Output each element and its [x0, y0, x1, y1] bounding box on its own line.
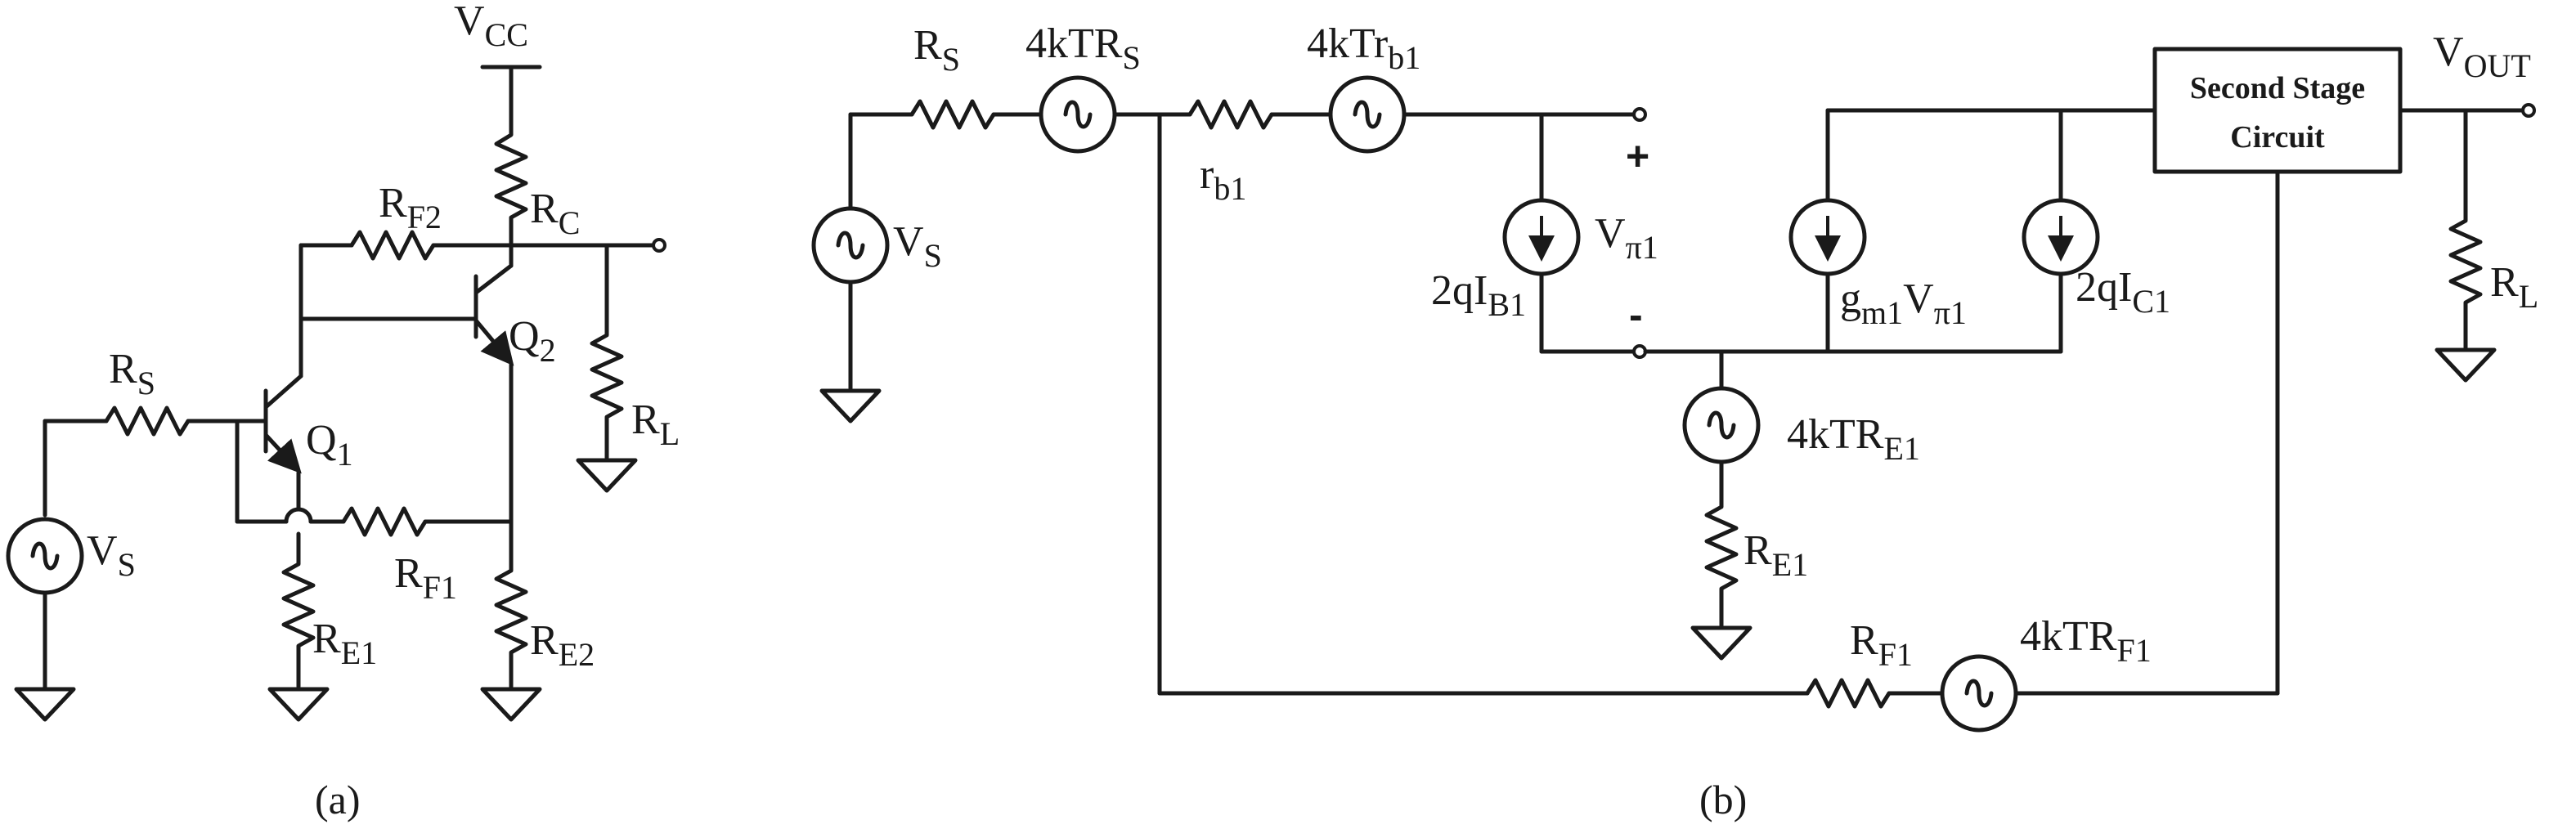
output-terminal — [2521, 103, 2536, 118]
rs-resistor — [909, 99, 996, 130]
vpi1-label: Vπ1 — [1595, 210, 1658, 266]
gm-label: gm1Vπ1 — [1840, 276, 1967, 331]
n-ib1-label: 2qIB1 — [1431, 267, 1526, 323]
re2-resistor — [494, 560, 528, 689]
sine-icon — [30, 541, 60, 571]
ground-icon — [14, 687, 76, 722]
re1-resistor — [281, 553, 316, 689]
rf1-label: RF1 — [1850, 617, 1913, 673]
sine-icon — [836, 231, 865, 260]
rl-label: RL — [631, 397, 680, 452]
figure-a: VCC RC RF2 Q2 Q1 RS — [6, 0, 680, 822]
n-rs-label: 4kTRS — [1025, 20, 1141, 76]
n-re1-label: 4kTRE1 — [1787, 411, 1920, 467]
rs-label: RS — [109, 346, 155, 401]
re2-label: RE2 — [530, 617, 595, 673]
rl-label: RL — [2490, 259, 2538, 315]
terminal-plus — [1632, 107, 1647, 122]
rs-resistor — [104, 406, 191, 437]
rs-label: RS — [913, 22, 960, 78]
rf1-label: RF1 — [394, 550, 457, 606]
rc-resistor — [494, 120, 528, 248]
rc-label: RC — [530, 186, 580, 241]
n-rf1-label: 4kTRF1 — [2020, 613, 2152, 669]
output-terminal — [652, 238, 666, 253]
q2-label: Q2 — [509, 313, 556, 369]
rb1-label: rb1 — [1200, 151, 1246, 207]
ground-icon — [480, 687, 542, 722]
q2-collector — [473, 263, 514, 295]
second-stage-line1: Second Stage — [2190, 71, 2365, 105]
re1-label: RE1 — [1744, 527, 1808, 583]
sine-icon — [1964, 679, 1994, 708]
q1-label: Q1 — [306, 417, 353, 473]
ground-icon — [819, 388, 882, 423]
sine-icon — [1063, 100, 1093, 129]
second-stage-line2: Circuit — [2230, 120, 2325, 155]
rb1-resistor — [1187, 99, 1274, 130]
minus-sign: - — [1629, 292, 1643, 338]
vout-label: VOUT — [2433, 29, 2531, 84]
q1-emitter — [263, 432, 302, 474]
n-rb1-label: 4kTrb1 — [1307, 20, 1420, 76]
ground-icon — [267, 687, 330, 722]
vs-label: VS — [87, 527, 136, 583]
re1-resistor — [1704, 496, 1739, 628]
ground-icon — [1690, 625, 1752, 661]
rf1-resistor — [341, 506, 428, 537]
rf1-resistor — [1805, 678, 1892, 709]
ground-icon — [576, 458, 638, 493]
rf2-resistor — [349, 230, 436, 261]
caption-b: (b) — [1699, 777, 1747, 822]
figure-b: VS RS 4kTRS rb1 4kTrb1 + Vπ1 2qIB1 — [811, 20, 2538, 822]
caption-a: (a) — [315, 777, 361, 822]
plus-sign: + — [1626, 133, 1649, 179]
sine-icon — [1707, 410, 1736, 440]
sine-icon — [1353, 100, 1382, 129]
vs-label: VS — [893, 218, 942, 274]
n-ic1-label: 2qIC1 — [2076, 264, 2170, 320]
rl-resistor — [2448, 210, 2483, 350]
ground-icon — [2435, 347, 2497, 383]
q2-emitter — [473, 318, 514, 366]
vcc-label: VCC — [454, 0, 528, 53]
rl-resistor — [590, 325, 624, 460]
q1-collector — [263, 374, 303, 410]
rf2-label: RF2 — [379, 180, 442, 235]
re1-label: RE1 — [312, 616, 377, 671]
